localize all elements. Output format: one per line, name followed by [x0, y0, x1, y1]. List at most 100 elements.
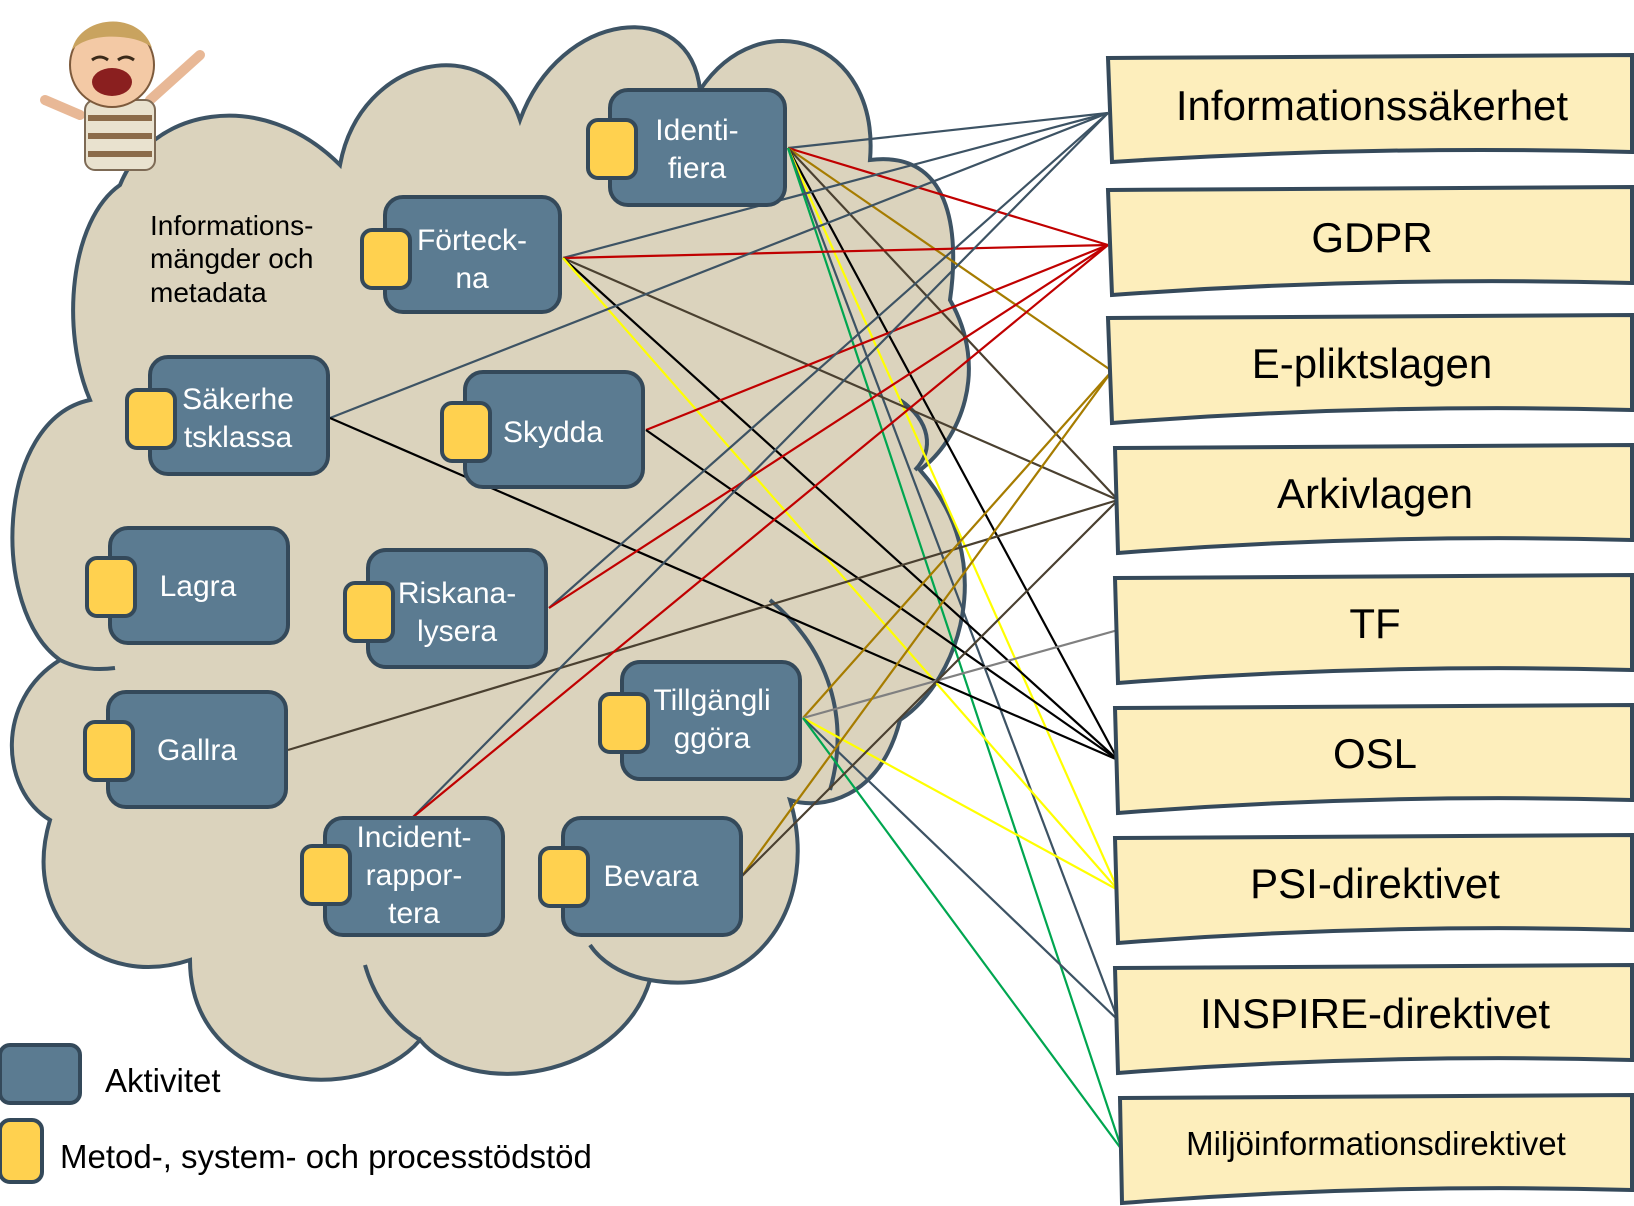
activity-label: fiera — [668, 152, 727, 185]
activity-gallra: Gallra — [83, 690, 288, 809]
connection-identifiera-e-pliktslagen — [787, 147, 1113, 372]
law-psi-direktivet: PSI-direktivet — [1112, 832, 1634, 946]
activity-label: Identi- — [655, 114, 738, 147]
connection-fortecka-arkivlagen — [562, 256, 1119, 502]
activity-lagra: Lagra — [85, 526, 290, 645]
activity-label: tera — [388, 897, 440, 930]
connection-tillgangliggora-psi-direktivet — [802, 717, 1119, 891]
activity-incidentrapportera: Incident-rappor-tera — [300, 816, 505, 937]
law-label: TF — [1349, 600, 1400, 647]
connection-identifiera-inspire-direktivet — [786, 147, 1120, 1021]
connection-bevara-e-pliktslagen — [741, 370, 1113, 877]
connection-gallra-arkivlagen — [287, 498, 1119, 752]
legend-activity-label: Aktivitet — [105, 1062, 221, 1099]
connection-fortecka-osl — [562, 257, 1119, 761]
connection-identifiera-psi-direktivet — [786, 147, 1120, 891]
legend-support-swatch — [0, 1118, 44, 1184]
support-marker — [538, 846, 590, 908]
activity-label: Incident- — [356, 821, 471, 854]
connection-identifiera-arkivlagen — [787, 147, 1119, 501]
connection-sakerhetsklassa-informationssakerhet — [329, 111, 1109, 420]
activity-label: na — [455, 262, 489, 295]
svg-text:Incident-rappor-tera: Incident-rappor-tera — [356, 821, 471, 930]
law-label: Informationssäkerhet — [1176, 82, 1569, 129]
svg-text:Riskana-lysera: Riskana-lysera — [398, 577, 516, 648]
support-marker — [598, 692, 650, 754]
activity-fortecka: Förteck-na — [360, 195, 562, 314]
connection-tillgangliggora-e-pliktslagen — [802, 370, 1113, 719]
law-label: Arkivlagen — [1277, 470, 1473, 517]
connection-bevara-arkivlagen — [741, 499, 1119, 877]
svg-text:Skydda: Skydda — [503, 416, 603, 449]
svg-text:Förteck-na: Förteck-na — [417, 224, 527, 295]
activity-label: Säkerhe — [182, 383, 294, 416]
cloud-inner-arc-3 — [59, 658, 116, 671]
connection-fortecka-informationssakerhet — [562, 111, 1109, 260]
cheering-child-icon — [40, 21, 205, 171]
cloud-inner-arc-5 — [588, 943, 651, 982]
law-inspire-direktivet: INSPIRE-direktivet — [1112, 962, 1634, 1076]
law-arkivlagen: Arkivlagen — [1112, 442, 1634, 556]
cloud-label-line: Informations- — [150, 210, 313, 241]
activity-label: Tillgängli — [653, 684, 770, 717]
connection-tillgangliggora-inspire-direktivet — [802, 717, 1119, 1021]
support-marker — [440, 401, 492, 463]
law-tf: TF — [1112, 572, 1634, 686]
legend-support-label: Metod-, system- och processtödstöd — [60, 1138, 592, 1175]
activity-bevara: Bevara — [538, 816, 743, 937]
connection-sakerhetsklassa-osl — [329, 416, 1119, 762]
activity-label: Bevara — [603, 860, 698, 893]
activity-tillgangliggora: Tillgängli ggöra — [598, 660, 802, 781]
activity-sakerhetsklassa: Säkerhe tsklassa — [125, 355, 330, 476]
law-informationssakerhet: Informationssäkerhet — [1105, 52, 1634, 165]
cloud-label-line: mängder och — [150, 243, 313, 274]
support-marker — [300, 844, 352, 906]
svg-text:Bevara: Bevara — [603, 860, 698, 893]
support-marker — [360, 228, 412, 290]
connection-incidentrapportera-gdpr — [411, 244, 1109, 819]
connection-identifiera-miljoinformationsdirektivet — [786, 147, 1124, 1151]
connection-tillgangliggora-tf — [802, 628, 1119, 720]
connection-fortecka-psi-direktivet — [562, 257, 1119, 891]
activity-label: lysera — [417, 615, 497, 648]
connection-identifiera-gdpr — [787, 146, 1109, 247]
activity-skydda: Skydda — [440, 370, 645, 489]
legend-activity-swatch — [0, 1043, 82, 1105]
support-marker — [83, 720, 135, 782]
law-e-pliktslagen: E-pliktslagen — [1105, 312, 1634, 426]
activity-label: Lagra — [160, 570, 237, 603]
activity-label: ggöra — [674, 722, 751, 755]
connection-lines — [287, 111, 1124, 1151]
connection-tillgangliggora-miljoinformationsdirektivet — [802, 717, 1123, 1151]
activity-label: Gallra — [157, 734, 237, 767]
cloud-label: Informations- mängder och metadata — [150, 210, 321, 308]
activity-label: tsklassa — [184, 421, 293, 454]
activity-label: rappor- — [366, 859, 463, 892]
support-marker — [85, 556, 137, 618]
support-marker — [343, 581, 395, 643]
svg-text:Gallra: Gallra — [157, 734, 237, 767]
activity-riskanalysera: Riskana-lysera — [343, 548, 548, 669]
activity-label: Förteck- — [417, 224, 527, 257]
legend: Aktivitet Metod-, system- och processtöd… — [0, 1043, 592, 1184]
law-osl: OSL — [1112, 702, 1634, 816]
svg-text:Identi-fiera: Identi-fiera — [655, 114, 738, 185]
connection-identifiera-osl — [787, 147, 1119, 761]
law-label: E-pliktslagen — [1252, 340, 1492, 387]
law-gdpr: GDPR — [1105, 184, 1634, 298]
cloud-label-line: metadata — [150, 277, 267, 308]
svg-text:Lagra: Lagra — [160, 570, 237, 603]
support-marker — [125, 388, 177, 450]
activity-label: Riskana- — [398, 577, 516, 610]
law-label: PSI-direktivet — [1250, 860, 1500, 907]
cloud-inner-arc-2 — [898, 398, 929, 472]
connection-riskanalysera-informationssakerhet — [548, 112, 1109, 609]
connection-fortecka-gdpr — [562, 243, 1109, 260]
connection-riskanalysera-gdpr — [548, 244, 1109, 609]
connection-incidentrapportera-informationssakerhet — [411, 112, 1109, 819]
activity-label: Skydda — [503, 416, 603, 449]
activity-identifiera: Identi-fiera — [586, 88, 787, 207]
connection-identifiera-informationssakerhet — [787, 111, 1109, 150]
